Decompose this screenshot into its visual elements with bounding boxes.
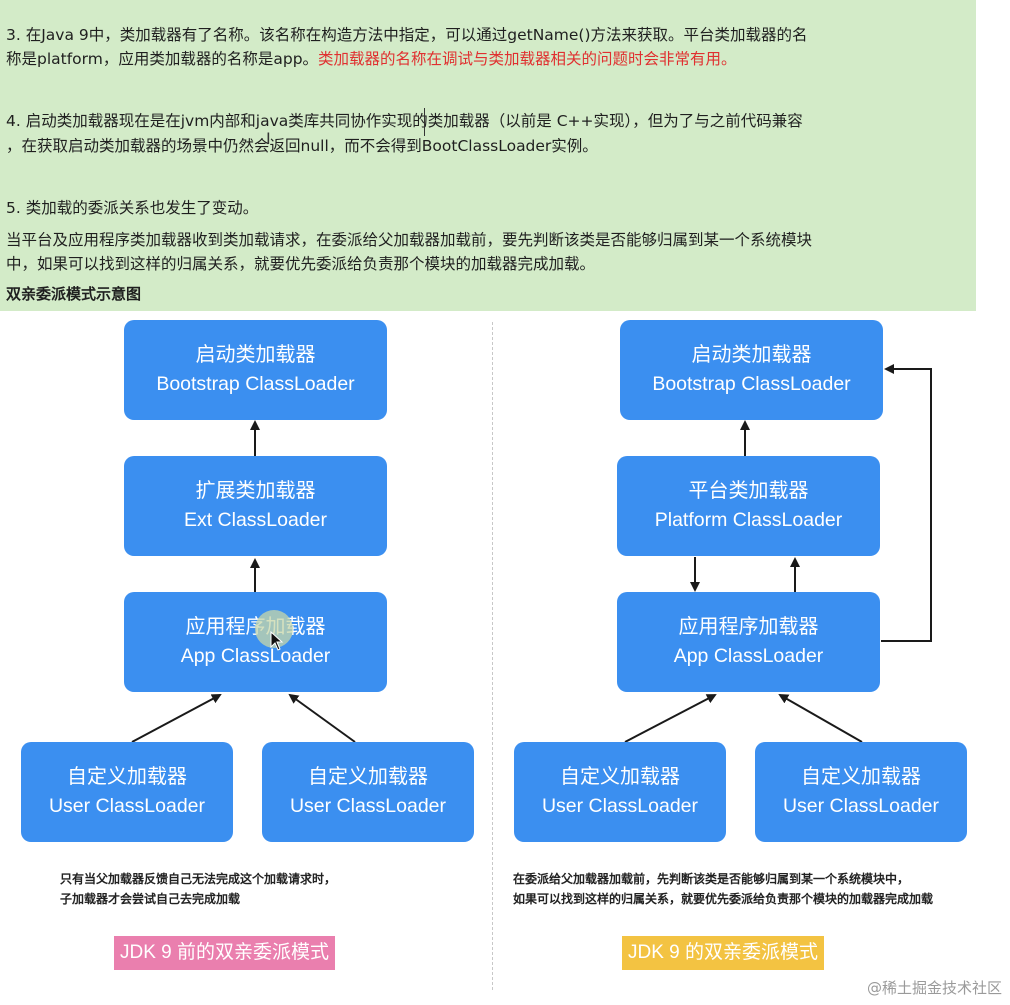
note-line-7: 中，如果可以找到这样的归属关系，就要优先委派给负责那个模块的加载器完成加载。	[6, 255, 596, 273]
watermark: @稀土掘金技术社区	[866, 979, 1002, 997]
right-bootstrap-zh: 启动类加载器	[691, 344, 812, 366]
arrow-user3-to-app	[624, 694, 717, 743]
right-diagram-tag: JDK 9 的双亲委派模式	[622, 936, 825, 970]
arrow-app-to-bootstrap	[881, 364, 932, 642]
left-ext-en: Ext ClassLoader	[183, 509, 328, 531]
right-app-en: App ClassLoader	[673, 645, 824, 667]
diagram-divider	[492, 322, 493, 990]
left-ext-box: 扩展类加载器 Ext ClassLoader	[124, 456, 387, 556]
notes-panel: 3. 在Java 9中，类加载器有了名称。该名称在构造方法中指定，可以通过get…	[0, 0, 976, 311]
right-user1-box: 自定义加载器 User ClassLoader	[514, 742, 726, 842]
note-line-4: 4. 启动类加载器现在是在jvm内部和java类库共同协作实现的类加载器（以前是…	[6, 112, 803, 130]
right-app-box: 应用程序加载器 App ClassLoader	[617, 592, 880, 692]
left-user2-en: User ClassLoader	[289, 795, 447, 817]
arrow-user2-to-app	[288, 693, 356, 743]
left-caption-2: 子加载器才会尝试自己去完成加载	[60, 892, 241, 906]
mouse-pointer-icon	[270, 631, 284, 651]
left-bootstrap-zh: 启动类加载器	[195, 344, 316, 366]
right-caption-1: 在委派给父加载器加载前，先判断该类是否能够归属到某一个系统模块中，	[513, 872, 910, 886]
diagram-heading: 双亲委派模式示意图	[6, 285, 142, 303]
arrow-user1-to-app	[131, 694, 222, 743]
right-user2-zh: 自定义加载器	[801, 766, 921, 788]
note-line-3-cont: 称是platform，应用类加载器的名称是app。类加载器的名称在调试与类加载器…	[6, 48, 737, 70]
note-line-3: 3. 在Java 9中，类加载器有了名称。该名称在构造方法中指定，可以通过get…	[6, 26, 808, 44]
left-user1-en: User ClassLoader	[48, 795, 206, 817]
left-user2-zh: 自定义加载器	[308, 766, 428, 788]
left-ext-zh: 扩展类加载器	[195, 480, 316, 502]
right-user2-en: User ClassLoader	[782, 795, 940, 817]
right-bootstrap-en: Bootstrap ClassLoader	[652, 373, 851, 395]
right-platform-zh: 平台类加载器	[688, 480, 809, 502]
left-user1-box: 自定义加载器 User ClassLoader	[21, 742, 233, 842]
arrow-user4-to-app	[778, 694, 863, 743]
note-line-3-text: 称是platform，应用类加载器的名称是app。	[6, 50, 319, 68]
right-user1-en: User ClassLoader	[541, 795, 699, 817]
text-caret	[424, 108, 425, 136]
right-caption-2: 如果可以找到这样的归属关系，就要优先委派给负责那个模块的加载器完成加载	[513, 892, 934, 906]
left-user2-box: 自定义加载器 User ClassLoader	[262, 742, 474, 842]
right-platform-en: Platform ClassLoader	[654, 509, 843, 531]
left-bootstrap-box: 启动类加载器 Bootstrap ClassLoader	[124, 320, 387, 420]
text-cursor-icon: I	[266, 129, 271, 148]
right-user1-zh: 自定义加载器	[560, 766, 680, 788]
right-bootstrap-box: 启动类加载器 Bootstrap ClassLoader	[620, 320, 883, 420]
note-line-6: 当平台及应用程序类加载器收到类加载请求，在委派给父加载器加载前，要先判断该类是否…	[6, 231, 813, 249]
right-user2-box: 自定义加载器 User ClassLoader	[755, 742, 967, 842]
note-highlight: 类加载器的名称在调试与类加载器相关的问题时会非常有用。	[318, 50, 737, 68]
note-line-4-cont: ，在获取启动类加载器的场景中仍然会返回null，而不会得到BootClassLo…	[6, 137, 598, 155]
left-app-box: 应用程序加载器 App ClassLoader	[124, 592, 387, 692]
left-app-en: App ClassLoader	[180, 645, 331, 667]
right-platform-box: 平台类加载器 Platform ClassLoader	[617, 456, 880, 556]
note-line-5: 5. 类加载的委派关系也发生了变动。	[6, 199, 259, 217]
left-bootstrap-en: Bootstrap ClassLoader	[156, 373, 355, 395]
left-diagram-tag: JDK 9 前的双亲委派模式	[114, 936, 336, 970]
left-caption-1: 只有当父加载器反馈自己无法完成这个加载请求时，	[60, 872, 337, 886]
right-app-zh: 应用程序加载器	[678, 616, 819, 638]
left-user1-zh: 自定义加载器	[67, 766, 187, 788]
